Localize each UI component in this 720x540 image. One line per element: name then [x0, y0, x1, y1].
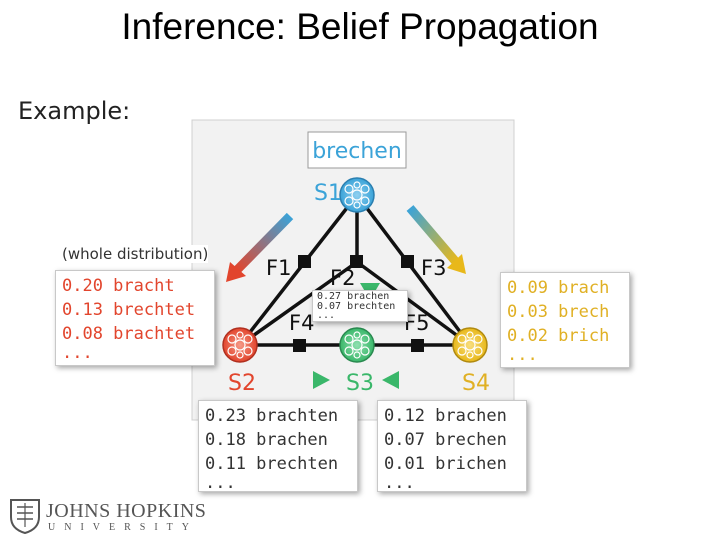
distribution-row: 0.09 brach: [507, 278, 610, 298]
node-s3: [339, 327, 375, 363]
distribution-row: 0.12 brachen: [384, 406, 507, 426]
distribution-ellipsis: ...: [317, 310, 336, 321]
label-f4: F4: [289, 311, 314, 335]
distribution-box-bottom-right: 0.12 brachen 0.07 brechen 0.01 brichen .…: [377, 400, 527, 492]
label-s2: S2: [228, 371, 256, 396]
label-s4: S4: [462, 371, 490, 396]
logo-wordmark: JOHNS HOPKINS: [46, 500, 207, 522]
slide-title: Inference: Belief Propagation: [121, 6, 599, 47]
label-f3: F3: [421, 256, 446, 280]
node-s2: [222, 327, 258, 363]
label-f5: F5: [404, 311, 429, 335]
label-f2: F2: [330, 266, 355, 290]
distribution-ellipsis: ...: [205, 473, 236, 493]
distribution-row: 0.02 brich: [507, 326, 610, 346]
factor-f5: [411, 339, 424, 352]
distribution-row: 0.27 brachen: [317, 291, 390, 302]
distribution-row: 0.08 brachtet: [62, 324, 196, 344]
distribution-row: 0.20 bracht: [62, 276, 175, 296]
example-label: Example:: [18, 97, 131, 125]
message-arrow-s4-to-s3: [382, 371, 440, 389]
message-arrow-s1-to-s4: [406, 205, 466, 274]
distribution-row: 0.18 brachen: [205, 430, 328, 450]
factor-f4: [293, 339, 306, 352]
distribution-box-left: 0.20 bracht 0.13 brechtet 0.08 brachtet …: [55, 270, 215, 366]
distribution-row: 0.23 brachten: [205, 406, 339, 426]
message-arrow-s2-to-s3: [268, 371, 330, 389]
distribution-ellipsis: ...: [507, 345, 538, 365]
distribution-row: 0.11 brechten: [205, 454, 339, 474]
distribution-box-bottom-left: 0.23 brachten 0.18 brachen 0.11 brechten…: [198, 400, 358, 492]
distribution-ellipsis: ...: [384, 473, 415, 493]
distribution-row: 0.13 brechtet: [62, 300, 196, 320]
distribution-row: 0.01 brichen: [384, 454, 507, 474]
label-f1: F1: [266, 256, 291, 280]
top-word-box: [307, 131, 407, 169]
distribution-box-right: 0.09 brach 0.03 brech 0.02 brich ...: [500, 272, 630, 368]
distribution-row: 0.03 brech: [507, 302, 610, 322]
distribution-ellipsis: ...: [62, 343, 93, 363]
node-s4: [452, 327, 488, 363]
factor-f2: [350, 255, 363, 268]
distribution-row: 0.07 brechen: [384, 430, 507, 450]
logo-subtitle: UNIVERSITY: [48, 522, 198, 533]
label-s3: S3: [346, 371, 374, 396]
factor-f1: [298, 255, 311, 268]
node-s1: [339, 177, 375, 213]
whole-distribution-label: (whole distribution): [62, 245, 209, 263]
distribution-box-middle: 0.27 brachen 0.07 brechten ...: [312, 290, 408, 322]
distribution-row: 0.07 brechten: [317, 301, 396, 312]
message-arrow-s1-to-s2: [226, 212, 294, 282]
shield-icon: [10, 499, 40, 535]
label-s1: S1: [314, 181, 342, 206]
top-word: brechen: [312, 139, 402, 164]
factor-f3: [401, 255, 414, 268]
